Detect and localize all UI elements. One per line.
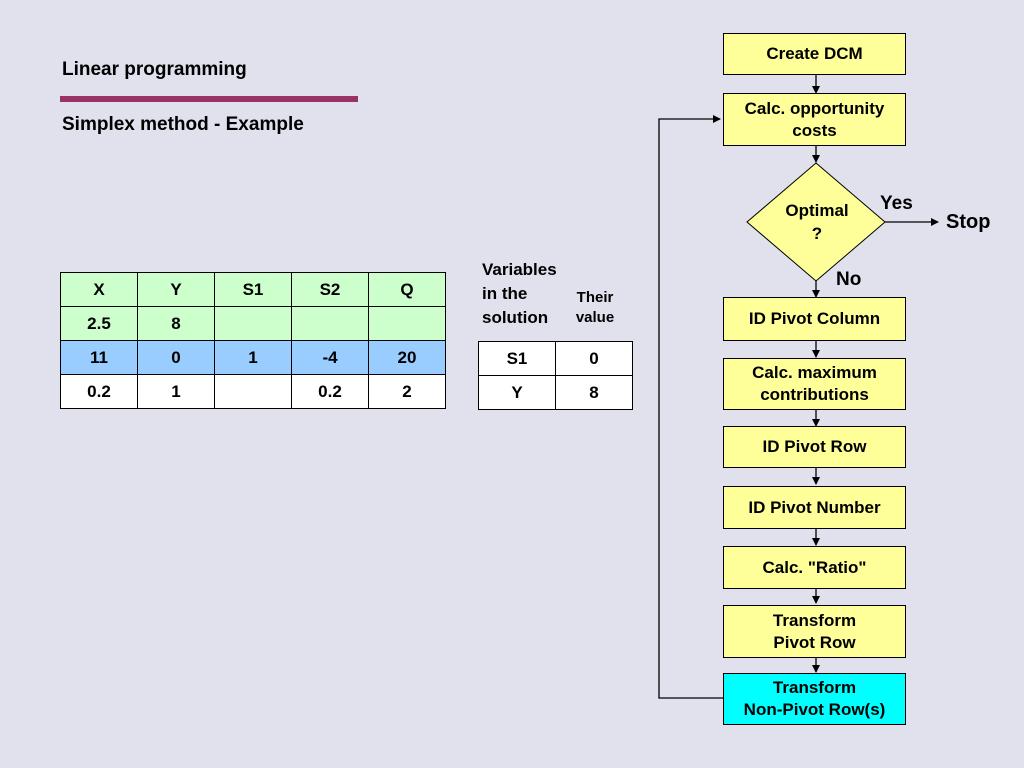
box-label: Pivot Row (773, 632, 856, 652)
pivot-number-box: ID Pivot Number (723, 486, 906, 529)
table-row: S1 0 (478, 341, 633, 376)
table-cell: 1 (137, 374, 215, 409)
box-label: costs (792, 120, 837, 140)
slide-subtitle: Simplex method - Example (62, 114, 304, 135)
table-cell: 8 (555, 375, 633, 410)
table-cell: 2 (368, 374, 446, 409)
table-cell (214, 374, 292, 409)
table-cell: 0.2 (60, 374, 138, 409)
slide-title: Linear programming (62, 59, 247, 80)
box-label: Non-Pivot Row(s) (743, 700, 886, 719)
max-contributions-box: Calc. maximum contributions (723, 358, 906, 410)
create-dcm-box: Create DCM (723, 33, 906, 75)
table-cell: 0 (555, 341, 633, 376)
solution-table: S1 0 Y 8 (478, 341, 633, 410)
simplex-table: X Y S1 S2 Q 2.5 8 11 0 1 -4 20 0.2 1 0.2… (60, 272, 446, 409)
box-label: contributions (760, 385, 869, 404)
table-cell: 2.5 (60, 306, 138, 341)
calc-ratio-box: Calc. "Ratio" (723, 546, 906, 589)
table-cell: Y (478, 375, 556, 410)
no-label: No (836, 269, 862, 290)
column-header-x: X (60, 272, 138, 307)
table-row: 0.2 1 0.2 2 (60, 374, 446, 409)
table-cell: 20 (368, 340, 446, 375)
table-cell (214, 306, 292, 341)
box-label: Calc. maximum (752, 363, 877, 382)
transform-non-pivot-rows-box: Transform Non-Pivot Row(s) (723, 673, 906, 725)
box-label: Transform (772, 678, 857, 697)
loop-back-arrow (658, 115, 723, 699)
pivot-row-box: ID Pivot Row (723, 426, 906, 468)
box-label: Create DCM (766, 44, 863, 63)
table-cell (368, 306, 446, 341)
variables-in-solution-label: Variables in the solution (482, 258, 557, 330)
table-cell: -4 (291, 340, 369, 375)
box-label: ID Pivot Column (748, 309, 881, 328)
box-label: Calc. "Ratio" (762, 557, 867, 577)
box-label: Calc. opportunity (744, 98, 885, 118)
optimal-decision-label: Optimal ? (772, 199, 862, 245)
yes-label: Yes (880, 193, 913, 214)
box-label: Transform (772, 610, 857, 630)
label-line: ? (811, 224, 823, 243)
table-cell: 0.2 (291, 374, 369, 409)
table-cell: S1 (478, 341, 556, 376)
label-line: in the (482, 284, 528, 303)
table-cell: 1 (214, 340, 292, 375)
transform-pivot-row-box: Transform Pivot Row (723, 605, 906, 658)
opportunity-costs-box: Calc. opportunity costs (723, 93, 906, 146)
label-line: Variables (482, 260, 557, 279)
pivot-column-box: ID Pivot Column (723, 297, 906, 341)
table-row: Y 8 (478, 375, 633, 410)
table-cell: 8 (137, 306, 215, 341)
table-row: 11 0 1 -4 20 (60, 340, 446, 375)
box-label: ID Pivot Row (762, 437, 867, 456)
table-cell: 11 (60, 340, 138, 375)
column-header-y: Y (137, 272, 215, 307)
column-header-s2: S2 (291, 272, 369, 307)
label-line: Optimal (785, 201, 849, 220)
stop-label: Stop (946, 211, 991, 233)
label-line: Their (576, 289, 614, 306)
table-cell: 0 (137, 340, 215, 375)
title-divider (60, 96, 358, 102)
table-cell (291, 306, 369, 341)
label-line: value (575, 309, 615, 326)
label-line: solution (482, 308, 549, 327)
table-row: 2.5 8 (60, 306, 446, 341)
box-label: ID Pivot Number (748, 497, 881, 517)
their-value-label: Their value (572, 288, 618, 328)
